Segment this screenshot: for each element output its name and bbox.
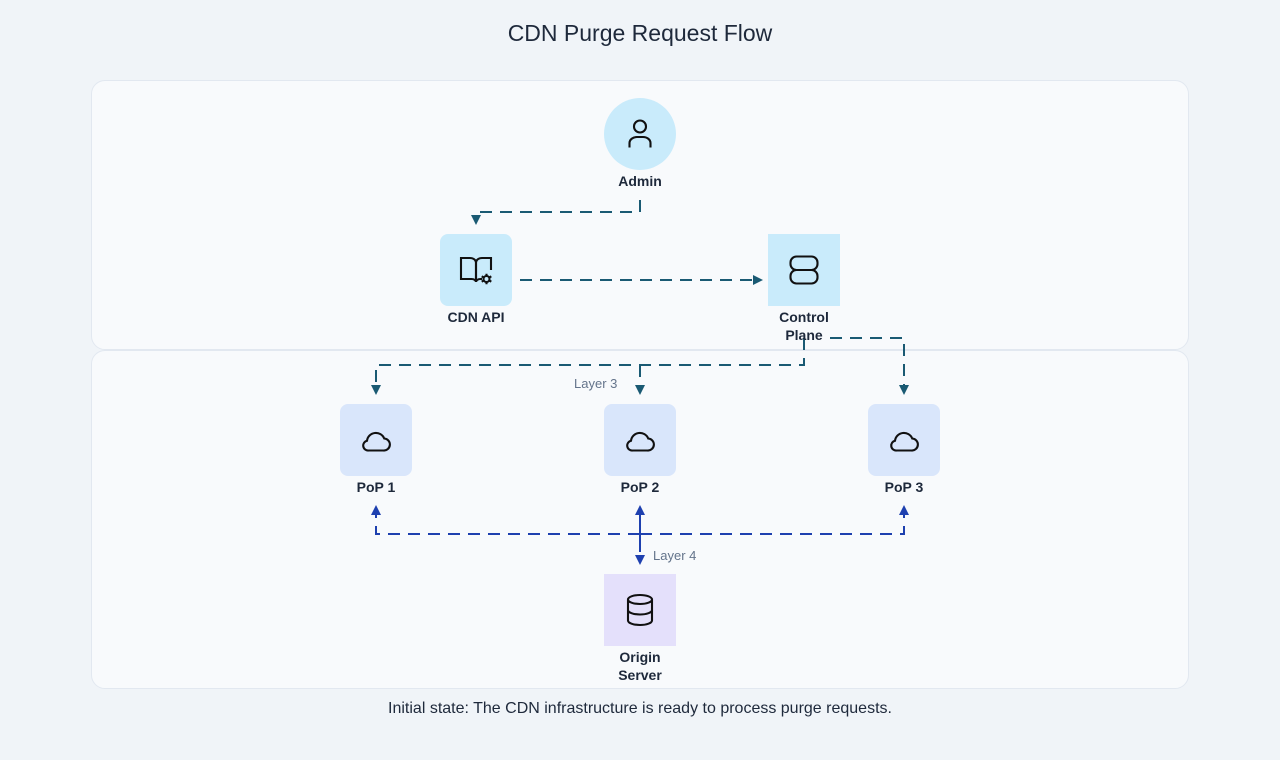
label-pop1: PoP 1 — [356, 479, 396, 495]
database-icon — [626, 593, 654, 627]
node-cdn-api[interactable] — [440, 234, 512, 306]
cloud-icon — [362, 431, 391, 452]
user-icon — [628, 119, 652, 148]
label-pop2: PoP 2 — [620, 479, 660, 495]
node-origin-server[interactable] — [604, 574, 676, 646]
label-origin-server: Origin Server — [618, 649, 662, 683]
label-cdn-api: CDN API — [447, 309, 505, 325]
node-admin[interactable] — [604, 98, 676, 170]
node-pop3[interactable] — [868, 404, 940, 476]
node-control-plane[interactable] — [768, 234, 840, 306]
server-icon — [789, 255, 819, 285]
diagram-title: CDN Purge Request Flow — [507, 20, 773, 46]
edge-label-layer4: Layer 4 — [653, 548, 697, 563]
edge-control-plane-to-pop1 — [371, 338, 805, 395]
label-admin: Admin — [618, 173, 662, 189]
label-pop3: PoP 3 — [884, 479, 924, 495]
edge-control-plane-to-pop3 — [830, 337, 909, 395]
cloud-icon — [890, 431, 919, 452]
cloud-icon — [626, 431, 655, 452]
edge-admin-to-cdn-api — [471, 200, 641, 225]
book-settings-icon — [459, 256, 493, 285]
edge-origin-to-pop3 — [640, 505, 909, 535]
edge-label-layer3: Layer 3 — [574, 376, 618, 391]
edge-origin-to-pop1 — [371, 505, 640, 535]
node-pop2[interactable] — [604, 404, 676, 476]
status-caption: Initial state: The CDN infrastructure is… — [388, 700, 892, 717]
node-pop1[interactable] — [340, 404, 412, 476]
label-control-plane: Control Plane — [779, 309, 829, 343]
